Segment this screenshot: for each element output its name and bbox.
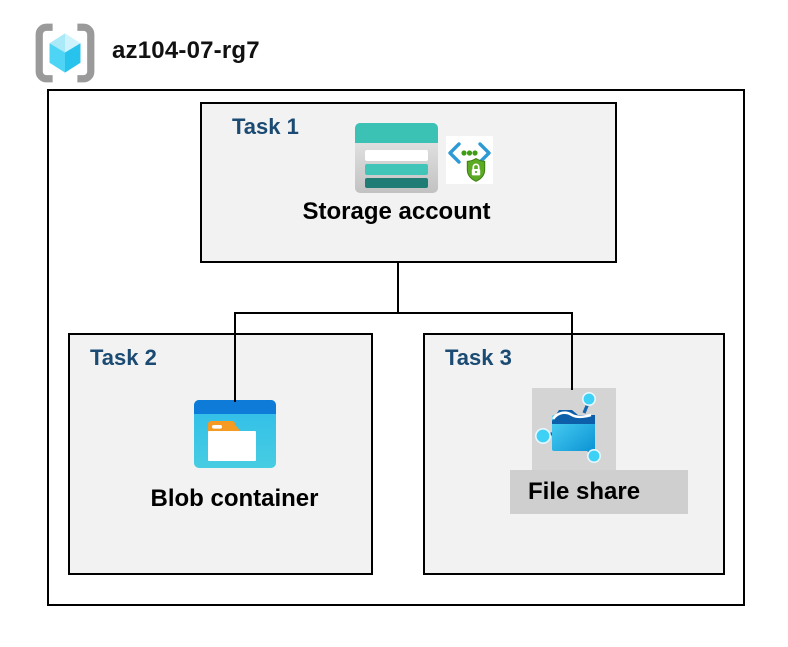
resource-group-title: az104-07-rg7 <box>112 37 260 64</box>
resource-group-icon <box>35 23 95 83</box>
blob-container-icon <box>194 400 276 468</box>
file-share-label-strip: File share <box>510 470 688 514</box>
task-box-1: Task 1 Storage account <box>200 102 617 263</box>
connector-storage-down <box>397 262 399 313</box>
connector-to-file-share <box>571 312 573 390</box>
task-box-2: Task 2 Blob container <box>68 333 373 575</box>
connector-horizontal <box>234 312 573 314</box>
file-share-icon <box>535 392 601 463</box>
secure-access-icon <box>446 136 493 184</box>
blob-container-label: Blob container <box>150 485 319 512</box>
storage-account-icon <box>355 123 438 193</box>
connector-to-blob-container <box>234 312 236 402</box>
storage-account-label: Storage account <box>302 198 491 225</box>
task-box-3: Task 3 <box>423 333 725 575</box>
task-2-label: Task 2 <box>90 345 157 370</box>
file-share-icon-backdrop <box>532 388 616 470</box>
task-3-label: Task 3 <box>445 345 512 370</box>
file-share-label: File share <box>528 478 641 505</box>
task-1-label: Task 1 <box>232 114 299 139</box>
